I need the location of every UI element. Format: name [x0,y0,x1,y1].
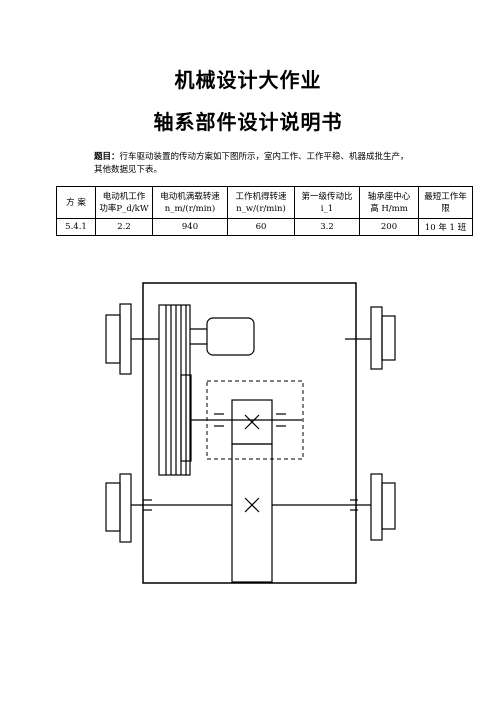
header-working-speed-line1: 工作机得转速 [235,191,287,202]
right-bottom-bearing [272,473,396,541]
large-gear [231,443,273,583]
header-service-life-label: 最短工作年限 [424,191,467,214]
problem-statement: 题目：行车驱动装置的传动方案如下图所示，室内工作、工作平稳、机器成批生产， 其他… [94,151,434,177]
cell-bearing-height: 200 [359,218,419,236]
document-title: 机械设计大作业 [174,68,322,92]
header-ratio-line1: 第一级传动比 [301,191,353,202]
header-motor-power-line2: 功率P_d/kW [99,203,149,214]
problem-text-line1: 行车驱动装置的传动方案如下图所示，室内工作、工作平稳、机器成批生产， [119,152,409,162]
frame-outline [142,282,357,584]
bottom-shaft-seals [143,499,358,511]
header-ratio-line2: i_1 [320,203,334,214]
problem-label: 题目： [94,152,120,162]
right-top-bearing [345,306,396,370]
table-row: 5.4.1 2.2 940 60 3.2 200 10 年 1 班 [56,218,473,236]
header-bearing-height-line2: 高 H/mm [370,203,408,214]
header-motor-speed-line2: n_m/(r/min) [164,203,216,214]
intermediate-shaft [191,413,302,427]
document-subtitle: 轴系部件设计说明书 [153,110,343,134]
problem-text-line2: 其他数据见下表。 [94,165,163,175]
left-top-bearing [105,303,159,375]
header-scheme-label: 方 案 [66,197,86,208]
cell-service-life: 10 年 1 班 [418,218,473,236]
small-belt-pulley [180,374,192,462]
electric-motor [190,317,255,356]
large-belt-pulley [158,304,191,476]
header-service-life: 最短工作年限 [418,186,473,219]
cell-motor-speed: 940 [152,218,228,236]
pinion-gear [231,399,273,445]
left-bottom-bearing [105,473,232,543]
header-motor-speed-line1: 电动机满载转速 [160,191,220,202]
header-scheme: 方 案 [56,186,96,219]
header-bearing-height-line1: 轴承座中心 [367,191,411,202]
header-working-speed-line2: n_w/(r/min) [236,203,286,214]
header-motor-power-line1: 电动机工作 [102,191,146,202]
